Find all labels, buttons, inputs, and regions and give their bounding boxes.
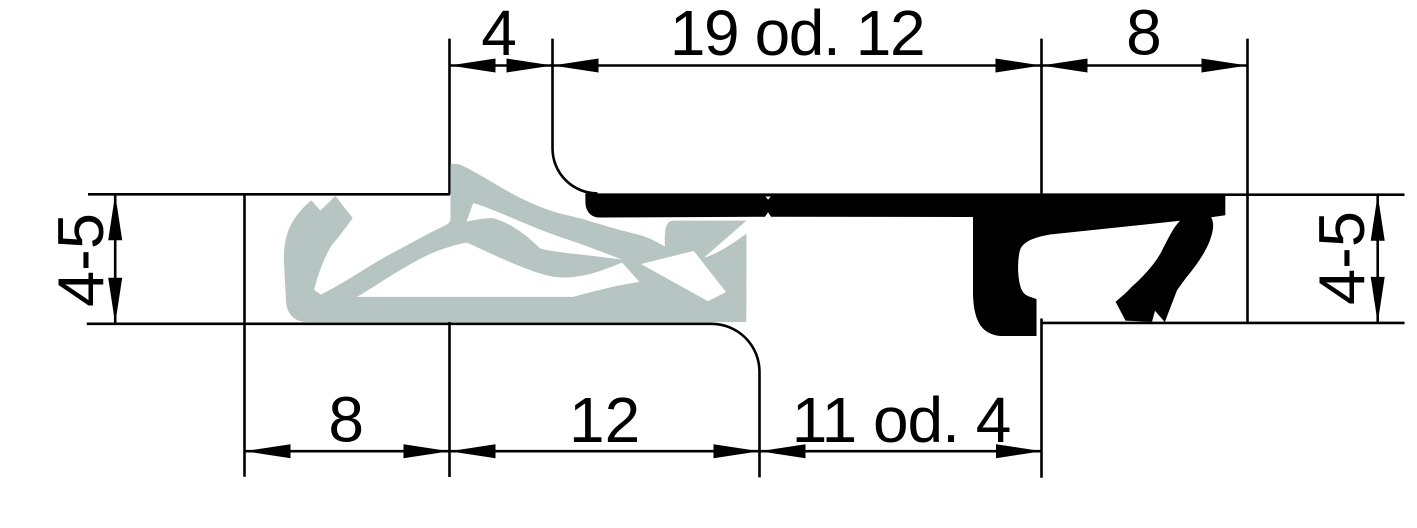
svg-text:4: 4	[481, 0, 517, 69]
svg-text:19 od. 12: 19 od. 12	[670, 0, 924, 69]
svg-text:8: 8	[1126, 0, 1162, 69]
svg-text:11 od. 4: 11 od. 4	[792, 384, 1011, 456]
svg-text:4-5: 4-5	[1305, 211, 1378, 305]
svg-text:8: 8	[328, 384, 364, 456]
svg-text:4-5: 4-5	[44, 213, 117, 307]
svg-text:12: 12	[569, 384, 640, 456]
